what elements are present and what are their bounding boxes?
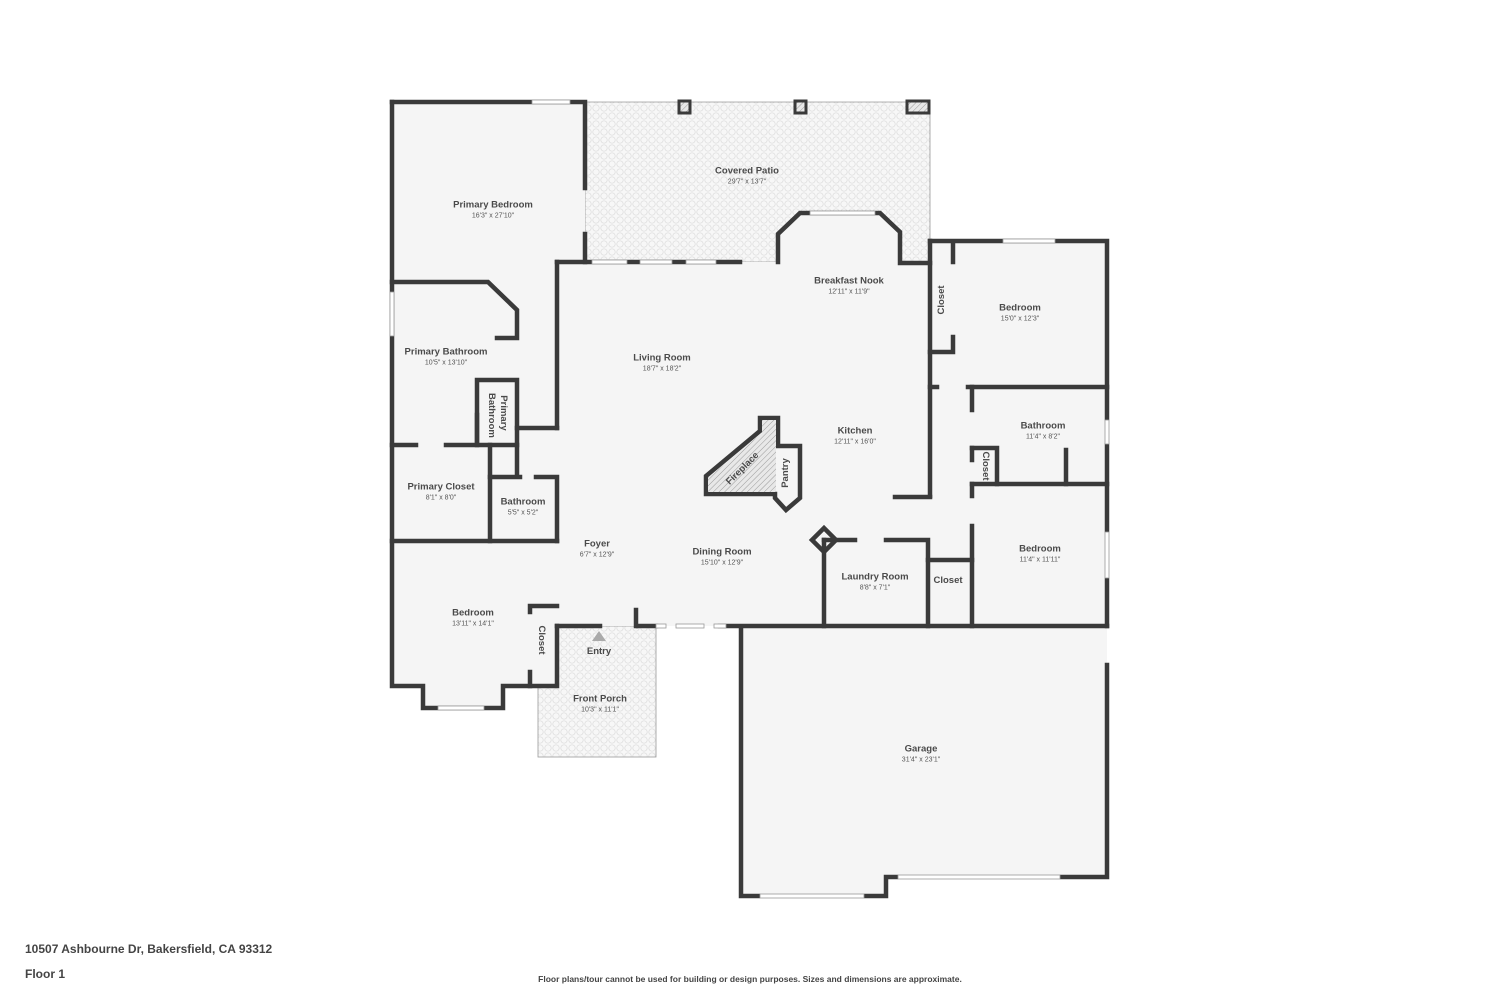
fireplace-hearth: [708, 420, 776, 492]
room-name: Bathroom: [1020, 420, 1066, 432]
room-front-porch: Front Porch 10'3" x 11'1": [573, 694, 627, 715]
patio-columns: [677, 99, 931, 115]
room-primary-bedroom: Primary Bedroom 16'3" x 27'10": [453, 200, 533, 221]
room-bathroom-west: Bathroom 5'5" x 5'2": [501, 497, 546, 518]
room-dimensions: 16'3" x 27'10": [471, 212, 515, 220]
room-name: Living Room: [633, 352, 691, 364]
room-dimensions: 8'1" x 8'0": [425, 494, 457, 502]
room-closet-northeast: Closet: [936, 285, 948, 314]
room-laundry-room: Laundry Room 8'8" x 7'1": [841, 572, 908, 593]
room-primary-bathroom-wc: Primary Bathroom: [485, 393, 509, 438]
room-name: Bathroom: [500, 496, 546, 508]
room-dimensions: 12'11" x 11'9": [828, 288, 870, 296]
room-name: Closet: [536, 625, 547, 655]
room-dimensions: 18'7" x 18'2": [642, 365, 682, 373]
room-dimensions: 6'7" x 12'9": [579, 551, 615, 559]
room-kitchen: Kitchen 12'11" x 16'0": [834, 426, 876, 447]
room-name: Entry: [586, 646, 612, 657]
garage-floor: [741, 628, 1107, 896]
room-dimensions: 11'4" x 8'2": [1026, 433, 1060, 441]
room-dimensions: 8'8" x 7'1": [859, 584, 891, 592]
room-name: Breakfast Nook: [814, 275, 884, 287]
property-address: 10507 Ashbourne Dr, Bakersfield, CA 9331…: [25, 942, 273, 956]
room-name: Primary Bathroom: [404, 346, 488, 358]
room-name: Primary Bedroom: [453, 199, 533, 211]
room-bathroom-east: Bathroom 11'4" x 8'2": [1021, 421, 1066, 442]
room-dimensions: 10'5" x 13'10": [424, 359, 468, 367]
room-dining-room: Dining Room 15'10" x 12'9": [692, 547, 751, 568]
room-name: Closet: [933, 575, 963, 586]
room-name: Garage: [904, 743, 938, 755]
room-breakfast-nook: Breakfast Nook 12'11" x 11'9": [814, 276, 884, 297]
room-dimensions: 10'3" x 11'1": [581, 706, 619, 714]
room-primary-closet: Primary Closet 8'1" x 8'0": [407, 482, 474, 503]
room-name: Bedroom: [999, 302, 1041, 314]
room-name: Foyer: [584, 538, 610, 550]
room-pantry: Pantry: [780, 458, 792, 488]
room-dimensions: 5'5" x 5'2": [507, 509, 539, 517]
room-garage: Garage 31'4" x 23'1": [902, 744, 940, 765]
room-name: Laundry Room: [841, 571, 909, 583]
room-bedroom-southeast: Bedroom 11'4" x 11'11": [1019, 544, 1061, 565]
room-name: Primary Closet: [407, 481, 475, 493]
room-dimensions: 29'7" x 13'7": [727, 178, 767, 186]
room-closet-southwest: Closet: [535, 625, 547, 654]
room-primary-bathroom: Primary Bathroom 10'5" x 13'10": [405, 347, 488, 368]
room-entry: Entry: [587, 646, 611, 658]
room-closet-east: Closet: [979, 451, 991, 480]
room-bedroom-northeast: Bedroom 15'0" x 12'3": [999, 303, 1041, 324]
room-dimensions: 11'4" x 11'11": [1019, 556, 1061, 564]
room-foyer: Foyer 6'7" x 12'9": [580, 539, 615, 560]
room-dimensions: 15'0" x 12'3": [1000, 315, 1040, 323]
room-name: Bedroom: [452, 607, 494, 619]
room-covered-patio: Covered Patio 29'7" x 13'7": [715, 166, 779, 187]
room-name: Primary Bathroom: [486, 393, 509, 438]
room-name: Covered Patio: [715, 165, 779, 177]
room-closet-laundry: Closet: [933, 575, 962, 587]
entry-arrow-icon: [592, 631, 606, 641]
floor-label: Floor 1: [25, 967, 66, 981]
room-name: Pantry: [780, 458, 791, 488]
room-bedroom-southwest: Bedroom 13'11" x 14'1": [452, 608, 494, 629]
room-dimensions: 15'10" x 12'9": [700, 559, 744, 567]
room-name: Front Porch: [573, 693, 627, 705]
room-name: Bedroom: [1019, 543, 1061, 555]
room-dimensions: 31'4" x 23'1": [901, 756, 941, 764]
room-dimensions: 12'11" x 16'0": [834, 438, 876, 446]
room-dimensions: 13'11" x 14'1": [452, 620, 494, 628]
room-living-room: Living Room 18'7" x 18'2": [633, 353, 691, 374]
room-name: Kitchen: [837, 425, 873, 437]
disclaimer-text: Floor plans/tour cannot be used for buil…: [538, 974, 962, 984]
room-name: Dining Room: [692, 546, 752, 558]
room-name: Closet: [980, 451, 991, 481]
room-name: Closet: [936, 285, 947, 315]
